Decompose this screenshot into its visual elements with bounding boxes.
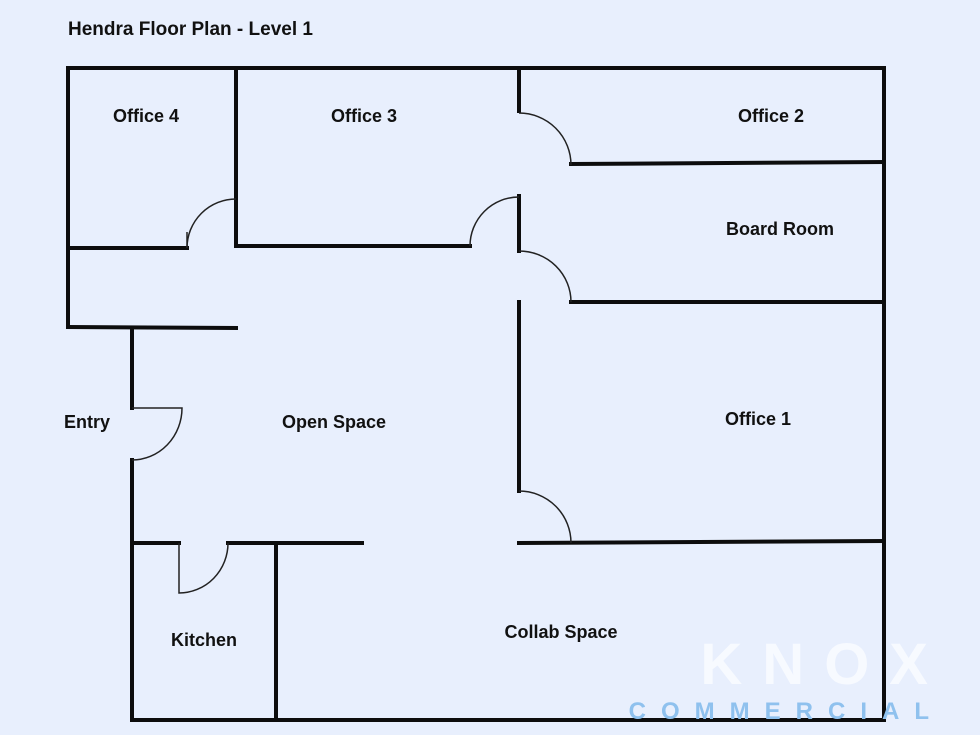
label-office-3: Office 3 bbox=[331, 106, 397, 126]
label-board-room: Board Room bbox=[726, 219, 834, 239]
door-kitchen bbox=[178, 542, 229, 594]
label-office-2: Office 2 bbox=[738, 106, 804, 126]
label-office-1: Office 1 bbox=[725, 409, 791, 429]
door-office1 bbox=[518, 490, 572, 544]
label-kitchen: Kitchen bbox=[171, 630, 237, 650]
room-labels: Office 4 Office 3 Office 2 Board Room Of… bbox=[64, 106, 834, 650]
door-office4 bbox=[186, 198, 237, 249]
label-office-4: Office 4 bbox=[113, 106, 179, 126]
wall-vestibule bbox=[65, 324, 239, 331]
logo-tagline: COMMERCIAL bbox=[629, 698, 944, 725]
label-open-space: Open Space bbox=[282, 412, 386, 432]
doors bbox=[131, 112, 572, 594]
walls bbox=[65, 66, 887, 722]
label-entry: Entry bbox=[64, 412, 110, 432]
door-entry bbox=[131, 407, 183, 461]
plan-title: Hendra Floor Plan - Level 1 bbox=[68, 19, 313, 40]
door-office3 bbox=[469, 196, 520, 247]
door-office2 bbox=[518, 112, 572, 166]
wall-office1-bottom bbox=[516, 538, 887, 546]
logo-name: KNOX bbox=[700, 632, 948, 697]
label-collab-space: Collab Space bbox=[504, 622, 617, 642]
wall-office2-bottom bbox=[568, 159, 887, 167]
knox-commercial-logo: KNOX COMMERCIAL bbox=[629, 632, 948, 725]
door-board-room bbox=[518, 250, 572, 303]
